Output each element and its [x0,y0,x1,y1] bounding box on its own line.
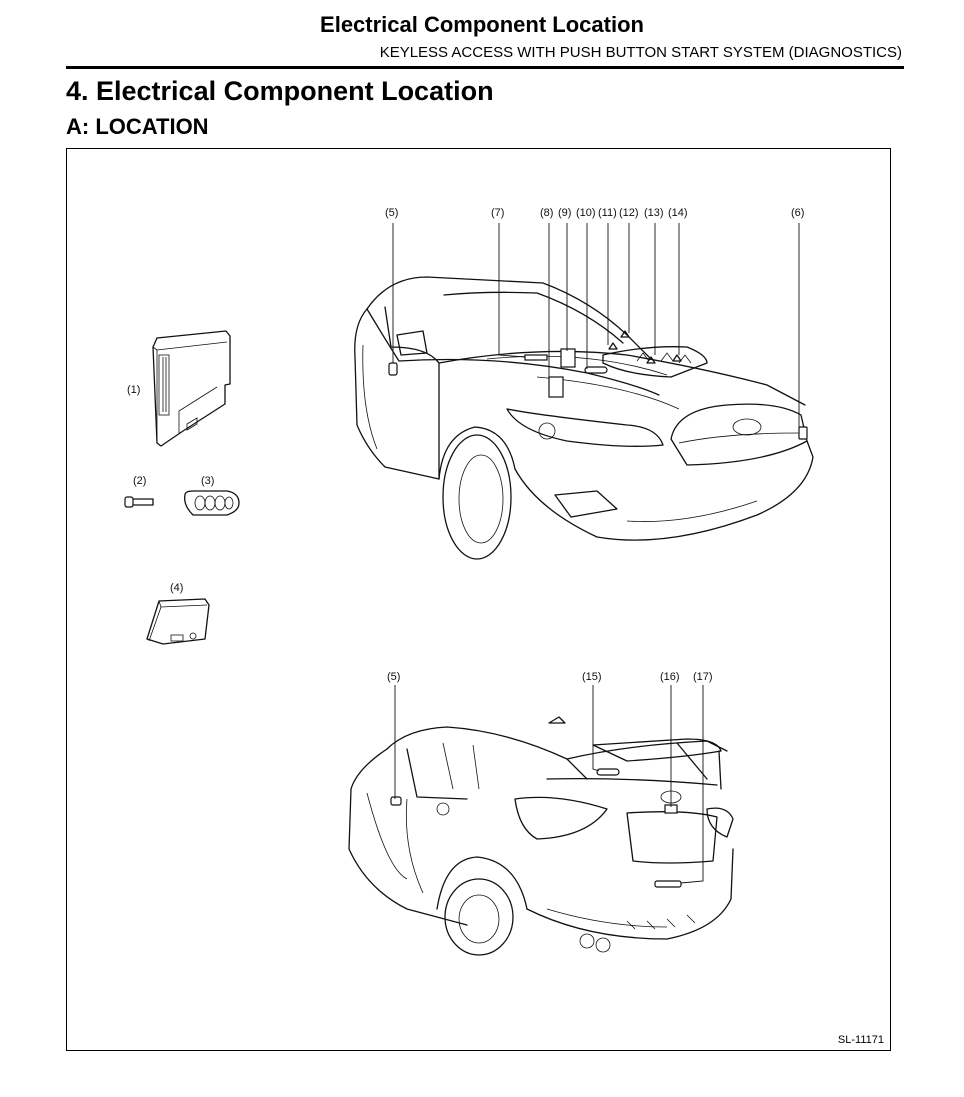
antenna-10 [584,366,608,374]
front-callout-leaders [392,223,800,429]
section-subheading: A: LOCATION [66,114,209,139]
callout-7: (7) [491,207,504,219]
section-heading: 4. Electrical Component Location [66,76,494,106]
callout-8: (8) [540,207,553,219]
front-vehicle-drawing [354,276,814,560]
callout-11: (11) [598,207,617,219]
antenna-9 [560,348,576,368]
rear-callout-leaders [394,685,704,884]
component-location-figure: (1) (2) (3) (4) [124,207,814,956]
rear-antenna-17 [654,880,682,888]
figure-frame: (1) (2) (3) (4) [66,148,891,1051]
header-title: Electrical Component Location [320,12,644,37]
callout-10: (10) [576,207,596,219]
callout-13: (13) [644,207,664,219]
callout-14: (14) [668,207,688,219]
bolt-part [124,496,154,508]
callout-9: (9) [558,207,571,219]
header-subtitle: KEYLESS ACCESS WITH PUSH BUTTON START SY… [379,44,902,61]
antenna-7 [524,354,548,361]
callout-5-front: (5) [385,207,398,219]
front-bumper-sensor [798,426,808,440]
callout-16: (16) [660,671,680,683]
door-handle-sensor-front [388,362,398,376]
antenna-8 [548,376,564,398]
control-module-part [152,330,231,447]
callout-6: (6) [791,207,804,219]
callout-2: (2) [133,475,146,487]
rear-vehicle-drawing [348,716,734,956]
header-rule [66,66,904,69]
callout-5-rear: (5) [387,671,400,683]
callout-3: (3) [201,475,214,487]
callout-4: (4) [170,582,183,594]
key-fob-part [184,490,240,516]
callout-12: (12) [619,207,639,219]
antenna-15 [596,768,620,776]
door-handle-sensor-rear [390,796,402,806]
callout-1: (1) [127,384,140,396]
figure-code: SL-11171 [837,1034,884,1046]
callout-17: (17) [693,671,713,683]
small-module-part [146,598,210,645]
callout-15: (15) [582,671,602,683]
